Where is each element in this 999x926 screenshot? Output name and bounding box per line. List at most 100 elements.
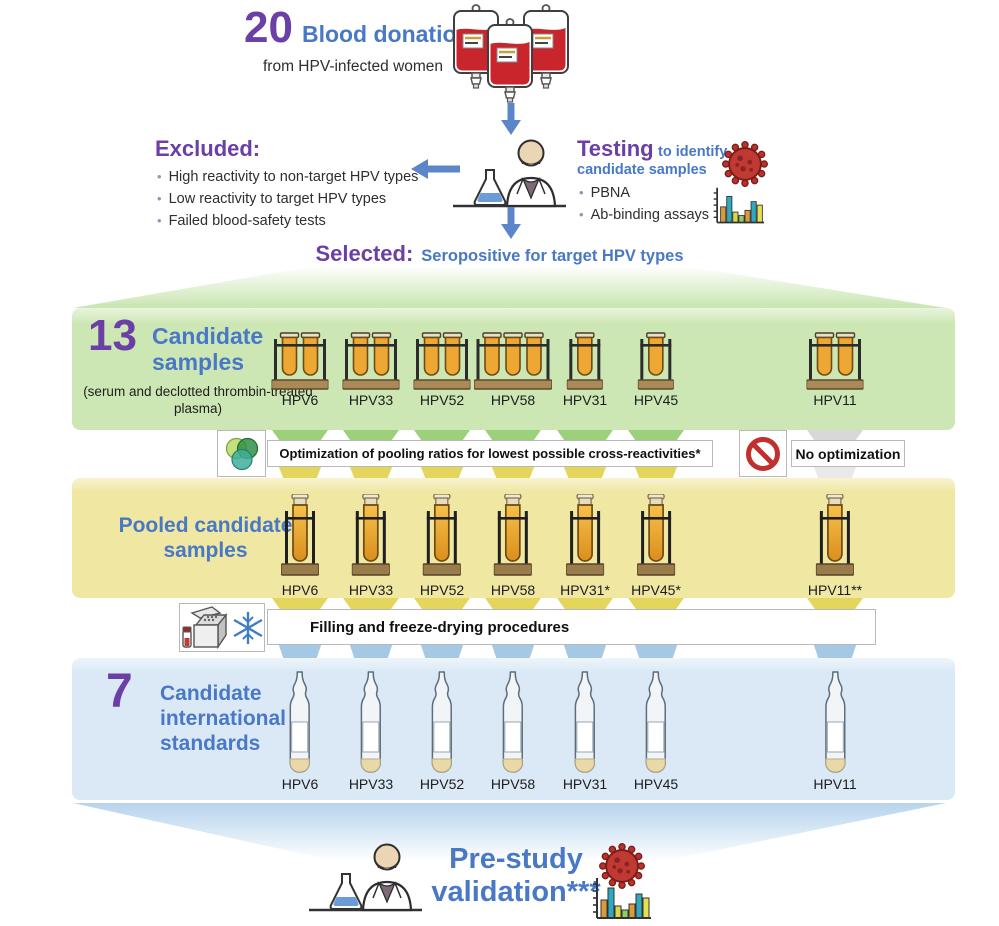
- standard-hpv45: HPV45: [634, 670, 678, 792]
- flow-stream: [491, 645, 535, 658]
- sample-label: HPV45*: [631, 582, 681, 598]
- sample-label: HPV33: [348, 776, 394, 792]
- flow-stream: [420, 645, 464, 658]
- sample-label: HPV6: [281, 582, 319, 598]
- flow-stream: [813, 467, 857, 478]
- excluded-item: Low reactivity to target HPV types: [157, 189, 465, 211]
- donation-count: 20: [244, 3, 293, 52]
- flow-stream: [278, 645, 322, 658]
- blood-bags-icon: [452, 3, 572, 114]
- test-tube-icon: [560, 493, 610, 580]
- test-tube-icon: [280, 493, 320, 580]
- standard-hpv52: HPV52: [420, 670, 464, 792]
- validation-line1: Pre-study: [449, 843, 583, 875]
- excluded-item: Failed blood-safety tests: [157, 211, 465, 233]
- sample-label: HPV11**: [807, 582, 863, 598]
- venn-diagram-icon: [217, 430, 266, 477]
- flow-stream: [563, 645, 607, 658]
- testing-subtitle: candidate samples: [577, 162, 707, 178]
- ampoule-icon: [420, 670, 464, 774]
- scientist-icon: [447, 132, 572, 217]
- flow-stream: [491, 467, 535, 478]
- flow-stream: [349, 467, 393, 478]
- candidate-sample-hpv31: HPV31: [563, 330, 607, 408]
- flow-stream: [420, 467, 464, 478]
- ampoule-icon: [282, 670, 319, 774]
- flow-stream: [557, 598, 613, 609]
- test-tube-rack-icon: [805, 330, 865, 390]
- header-subtitle: from HPV-infected women: [263, 58, 444, 75]
- ampoule-icon: [813, 670, 856, 774]
- flow-stream: [414, 430, 470, 441]
- sample-label: HPV31: [562, 776, 608, 792]
- flow-stream: [807, 430, 863, 441]
- flow-stream: [634, 645, 678, 658]
- pooled-sample-hpv11: HPV11**: [807, 493, 863, 598]
- test-tube-rack-icon: [563, 330, 607, 390]
- filling-bar: Filling and freeze-drying procedures: [267, 609, 876, 645]
- candidate-note: (serum and declotted thrombin-treated pl…: [83, 384, 313, 416]
- candidate-sample-hpv52: HPV52: [412, 330, 472, 408]
- no-optimization-label: No optimization: [791, 440, 905, 467]
- flow-stream: [349, 645, 393, 658]
- arrow-left-icon: [410, 158, 462, 185]
- standard-hpv6: HPV6: [281, 670, 319, 792]
- virus-icon: [720, 139, 770, 194]
- pooled-sample-hpv45: HPV45*: [631, 493, 681, 598]
- sample-label: HPV33: [348, 392, 394, 408]
- ampoule-icon: [634, 670, 678, 774]
- flow-stream: [343, 430, 399, 441]
- candidate-count: 13: [88, 311, 137, 360]
- testing-title-rest: to identify: [658, 144, 728, 160]
- flow-stream: [628, 430, 684, 441]
- selected-line: Selected:Seropositive for target HPV typ…: [0, 241, 999, 267]
- pooled-title: Pooled candidate samples: [118, 514, 293, 562]
- sample-label: HPV6: [281, 776, 319, 792]
- candidate-sample-hpv45: HPV45: [634, 330, 678, 408]
- flow-stream: [278, 467, 322, 478]
- freeze-drying-icons: [179, 603, 265, 652]
- bar-chart-icon: [586, 876, 656, 926]
- sample-label: HPV6: [281, 392, 319, 408]
- test-tube-rack-icon: [412, 330, 472, 390]
- flow-stream: [485, 430, 541, 441]
- sample-label: HPV45: [633, 392, 679, 408]
- validation-line2: validation***: [431, 876, 601, 909]
- test-tube-icon: [491, 493, 535, 580]
- sample-label: HPV58: [490, 392, 536, 408]
- ampoule-icon: [563, 670, 607, 774]
- ampoule-icon: [349, 670, 393, 774]
- bar-chart-icon: [708, 186, 768, 231]
- funnel-green: [72, 266, 947, 308]
- flow-stream: [807, 598, 863, 609]
- flow-stream: [343, 598, 399, 609]
- arrow-down-icon: [500, 102, 522, 141]
- pooled-sample-hpv6: HPV6: [280, 493, 320, 598]
- scientist-icon: [303, 836, 428, 921]
- sample-label: HPV52: [419, 392, 465, 408]
- flow-stream: [634, 467, 678, 478]
- flow-stream: [414, 598, 470, 609]
- flow-stream: [813, 645, 857, 658]
- candidate-sample-hpv6: HPV6: [270, 330, 330, 408]
- test-tube-rack-icon: [270, 330, 330, 390]
- test-tube-icon: [808, 493, 862, 580]
- sample-label: HPV52: [419, 776, 465, 792]
- test-tube-rack-icon: [341, 330, 401, 390]
- ampoule-icon: [491, 670, 535, 774]
- excluded-item: High reactivity to non-target HPV types: [157, 167, 465, 189]
- pooled-samples-band: Pooled candidate samples HPV6 HPV33 HPV5…: [72, 478, 955, 598]
- standard-hpv11: HPV11: [813, 670, 857, 792]
- flow-stream: [557, 430, 613, 441]
- freeze-dryer-icon: [181, 605, 228, 651]
- sample-label: HPV58: [490, 582, 536, 598]
- testing-item: PBNA: [579, 183, 747, 205]
- virus-icon: [597, 841, 647, 896]
- test-tube-icon: [349, 493, 393, 580]
- sample-label: HPV31: [562, 392, 608, 408]
- sample-label: HPV58: [490, 776, 536, 792]
- standards-band: 7 Candidate international standards HPV6…: [72, 658, 955, 800]
- header: 20 Blood donations: [244, 6, 483, 50]
- no-optimization-icon: [739, 430, 787, 477]
